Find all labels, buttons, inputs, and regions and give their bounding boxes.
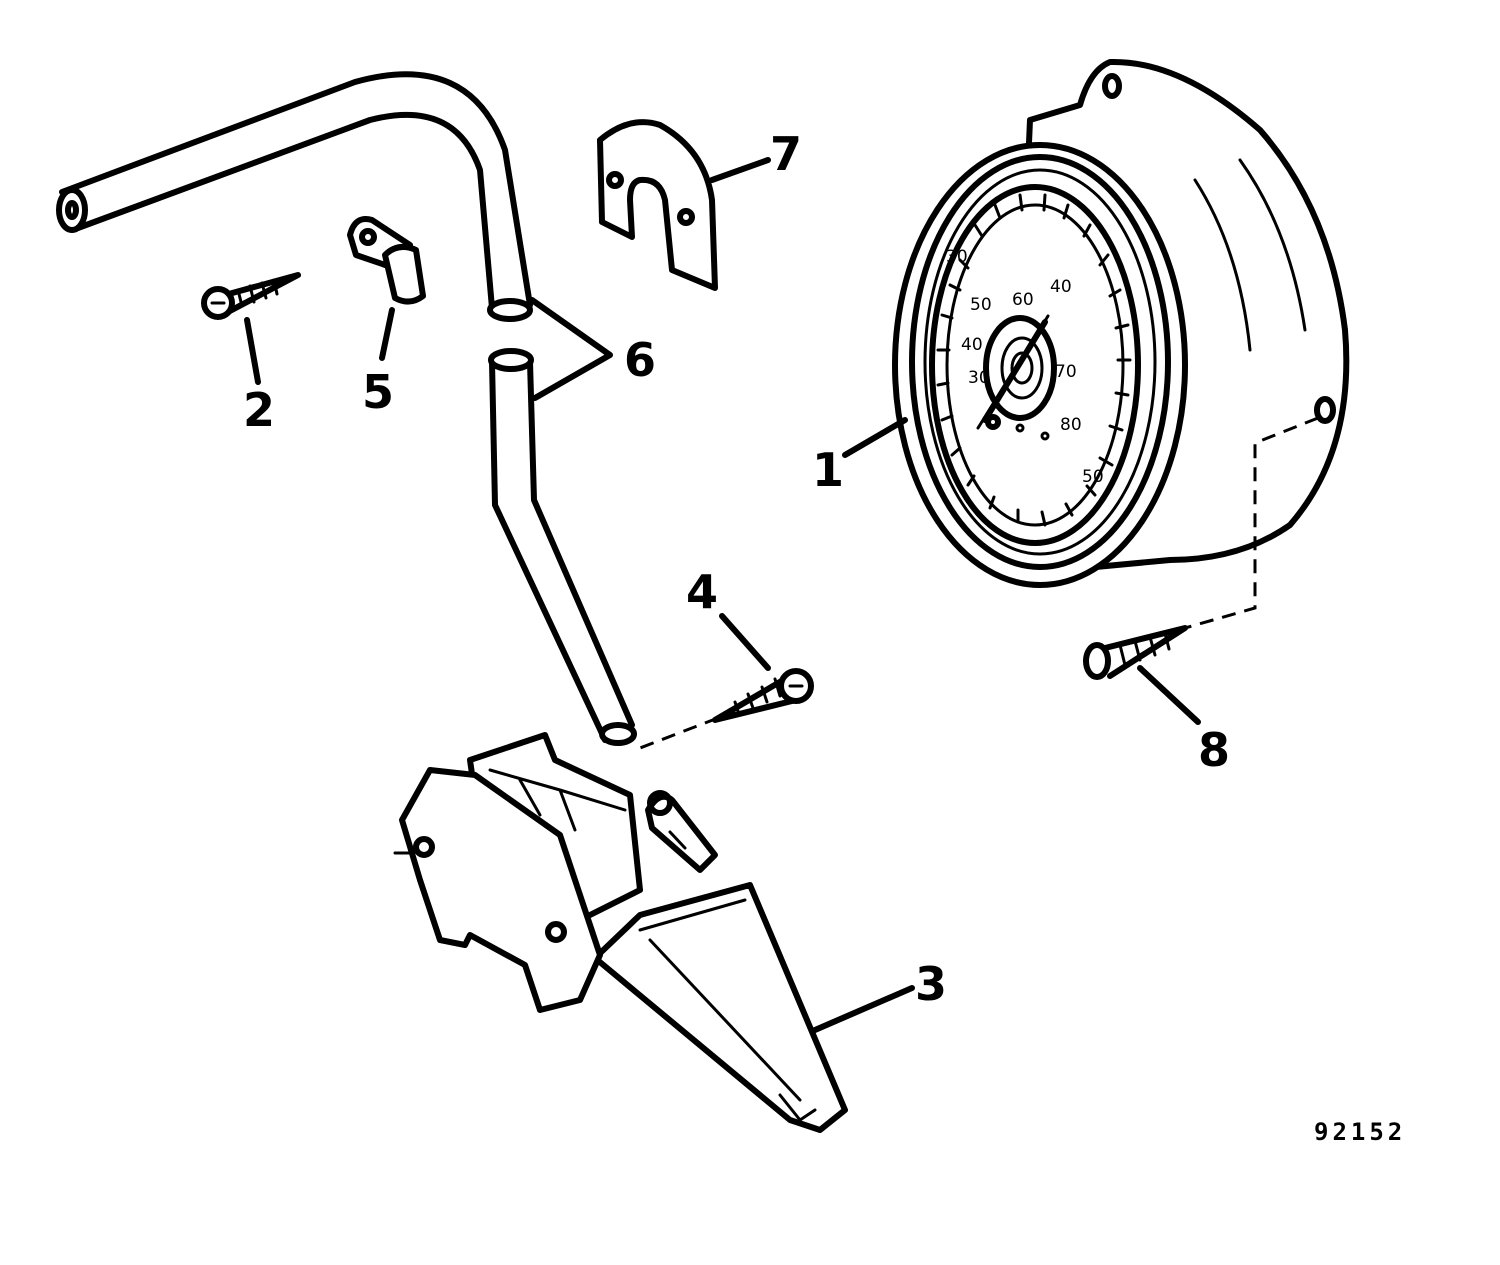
dial-number: 70: [1055, 362, 1077, 382]
callout-4: 4: [686, 565, 718, 619]
dial-number: 40: [961, 335, 983, 355]
alignment-lines: [639, 416, 1319, 750]
callout-2: 2: [243, 383, 275, 437]
screw-2: [201, 272, 301, 320]
dial-number: 60: [1012, 290, 1034, 310]
hose-upper: [56, 71, 533, 322]
callout-5: 5: [362, 365, 394, 419]
pickup-unit: [393, 732, 848, 1133]
screw-8: [1083, 625, 1188, 680]
dial-number: 50: [970, 295, 992, 315]
dial-ticks: [936, 193, 1132, 527]
figure-number: 92152: [1314, 1118, 1406, 1146]
hose-bracket: [597, 119, 718, 291]
gauge: 30 50 60 40 40 70 30 80 50: [892, 58, 1350, 588]
dial-number: 30: [968, 368, 990, 388]
dial-number: 50: [1082, 467, 1104, 487]
callout-6: 6: [624, 333, 656, 387]
callout-1: 1: [812, 443, 844, 497]
callout-3: 3: [915, 957, 947, 1011]
leader-lines: [244, 157, 1201, 1033]
callout-8: 8: [1198, 723, 1230, 777]
callout-7: 7: [770, 127, 802, 181]
hose-lower: [488, 348, 637, 746]
dial-number: 30: [946, 247, 968, 267]
screw-4: [712, 668, 814, 723]
hose-clamp: [347, 216, 426, 305]
dial-number: 80: [1060, 415, 1082, 435]
dial-number: 40: [1050, 277, 1072, 297]
